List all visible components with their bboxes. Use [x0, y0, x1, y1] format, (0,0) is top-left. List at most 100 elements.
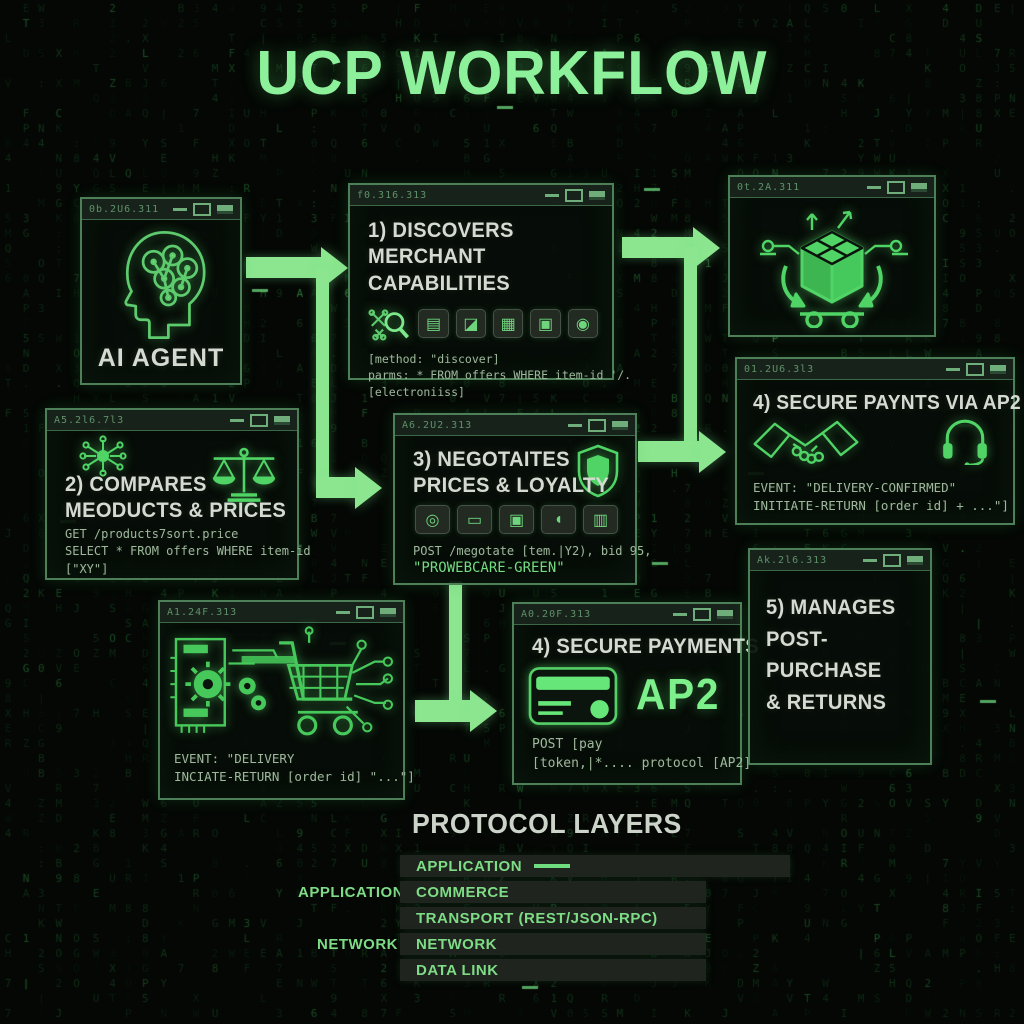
close-icon	[274, 415, 290, 425]
step-heading-line3: & RETURNS	[766, 690, 887, 714]
maximize-icon	[966, 362, 984, 376]
protocol-bar-network: NETWORK	[400, 933, 706, 955]
arrow-to-negotiates	[316, 477, 356, 498]
minimize-icon	[230, 418, 244, 422]
headset-icon	[943, 419, 987, 465]
titlebar: 0b.2U6.311	[82, 199, 240, 220]
code-line: [electroniiss]	[368, 385, 465, 400]
tile-glyph: ▤	[426, 315, 442, 333]
close-icon	[717, 609, 733, 619]
step-heading-line1: 2) COMPARES	[65, 473, 207, 496]
bar-label: APPLICATION	[416, 857, 523, 875]
tile-glyph: ▣	[537, 315, 554, 333]
capability-tile-icon: ▣	[530, 309, 561, 339]
protocol-bar-commerce: COMMERCE	[400, 881, 706, 903]
capability-tile-icon: ▦	[493, 309, 524, 339]
minimize-icon	[946, 367, 960, 371]
tile-glyph: ◉	[575, 315, 590, 333]
tile-glyph: ◎	[425, 511, 440, 529]
titlebar: 01.2U6.3l3	[737, 359, 1013, 380]
step-heading-line2: MERCHANT CAPABILITIES	[368, 245, 510, 295]
step-heading-line1: 1) DISCOVERS	[368, 219, 514, 242]
tile-glyph: ▥	[592, 511, 609, 529]
ai-agent-label: AI AGENT	[97, 344, 225, 372]
offer-tile-icon: ▣	[499, 505, 534, 534]
titlebar-text: 0t.2A.311	[737, 181, 801, 193]
side-label-application: APPLICATION	[298, 884, 405, 901]
code-line: GET /products7sort.price	[65, 527, 239, 541]
brain-head-icon	[124, 230, 206, 340]
close-icon	[911, 182, 927, 192]
titlebar-text: f0.316.313	[357, 189, 428, 201]
panel-discovers: f0.316.313 1) DISCOVERS MERCHANT CAPABIL…	[348, 183, 631, 399]
package-cycle-icon	[760, 210, 908, 328]
step-heading-line2: POST-PURCHASE	[766, 627, 882, 683]
arrow-agent-to-discovers	[246, 257, 322, 278]
arrow-to-secure-ap2	[638, 441, 700, 462]
protocol-bar-transport: TRANSPORT (REST/JSON-RPC)	[400, 907, 706, 929]
tile-glyph: ◖	[553, 510, 564, 528]
capability-tile-icon: ◉	[567, 309, 598, 339]
titlebar-text: A6.2U2.313	[402, 419, 473, 431]
arrow-discovers-to-fulfillment	[622, 237, 694, 258]
capability-tile-icon: ▤	[418, 309, 449, 339]
step-heading-line1: 3) NEGOTAITES	[413, 448, 570, 471]
bar-label: COMMERCE	[416, 883, 510, 901]
shield-icon	[577, 444, 619, 498]
titlebar: 0t.2A.311	[730, 177, 934, 198]
page-title: UCP WORKFLOW	[256, 39, 768, 108]
protocol-bar-datalink: DATA LINK	[400, 959, 706, 981]
offer-tile-icon: ◖	[541, 505, 576, 534]
balance-scale-icon	[212, 447, 276, 502]
connector-negotiates-down	[449, 581, 462, 711]
capability-tile-icon: ◪	[455, 309, 487, 339]
maximize-icon	[565, 188, 583, 202]
titlebar: A5.2l6.7l3	[47, 410, 297, 431]
connector-down-to-negotiates	[316, 267, 329, 488]
titlebar-text: A5.2l6.7l3	[54, 414, 125, 426]
maximize-icon	[887, 180, 905, 194]
close-icon	[380, 607, 396, 617]
bar-label: DATA LINK	[416, 961, 499, 979]
close-icon	[990, 364, 1006, 374]
maximize-icon	[588, 418, 606, 432]
panel-compares: A5.2l6.7l3 2) COMPARES MEODUCTS & PRICES…	[45, 408, 311, 580]
maximize-icon	[356, 605, 374, 619]
credit-card-icon	[528, 667, 618, 725]
panel-fulfillment: 0t.2A.311	[728, 175, 936, 337]
ap2-logo: AP2	[636, 670, 721, 719]
titlebar: Ak.2l6.313	[750, 550, 930, 571]
maximize-icon	[193, 202, 211, 216]
minimize-icon	[336, 610, 350, 614]
close-icon	[589, 190, 605, 200]
maximize-icon	[250, 413, 268, 427]
close-icon	[907, 555, 923, 565]
code-line: EVENT: "DELIVERY-CONFIRMED"	[753, 480, 957, 495]
tile-glyph: ▭	[466, 511, 483, 529]
code-line-highlight: "PROWEBCARE-GREEN"	[413, 560, 565, 577]
close-icon	[217, 204, 233, 214]
panel-manages: Ak.2l6.313 5) MANAGES POST-PURCHASE & RE…	[748, 548, 932, 765]
panel-order-circuit: A1.24F.313 EVENT: "DELIVERY INCIATE-RETU…	[158, 600, 415, 800]
tile-glyph: ◪	[463, 315, 479, 333]
titlebar: A0.20F.313	[514, 604, 740, 625]
titlebar-text: 0b.2U6.311	[89, 203, 160, 215]
bar-label: TRANSPORT (REST/JSON-RPC)	[416, 909, 658, 927]
step-heading-line1: 5) MANAGES	[766, 596, 896, 619]
network-hub-icon	[79, 435, 127, 477]
offer-tile-icon: ◎	[415, 505, 450, 534]
code-line: EVENT: "DELIVERY	[174, 751, 295, 766]
protocol-bar-application: APPLICATION	[400, 855, 790, 877]
titlebar-text: 01.2U6.3l3	[744, 363, 815, 375]
arrowhead-icon	[355, 467, 382, 509]
cursor-dash-icon	[534, 864, 571, 868]
minimize-icon	[867, 185, 881, 189]
handshake-icon	[753, 420, 859, 464]
titlebar: f0.316.313	[350, 185, 612, 206]
protocol-layers-title: PROTOCOL LAYERS	[412, 808, 682, 839]
titlebar: A6.2U2.313	[395, 415, 635, 436]
tile-glyph: ▦	[500, 315, 516, 333]
step-heading-line2: PRICES & LOYALTY	[413, 474, 610, 498]
minimize-icon	[173, 207, 187, 211]
